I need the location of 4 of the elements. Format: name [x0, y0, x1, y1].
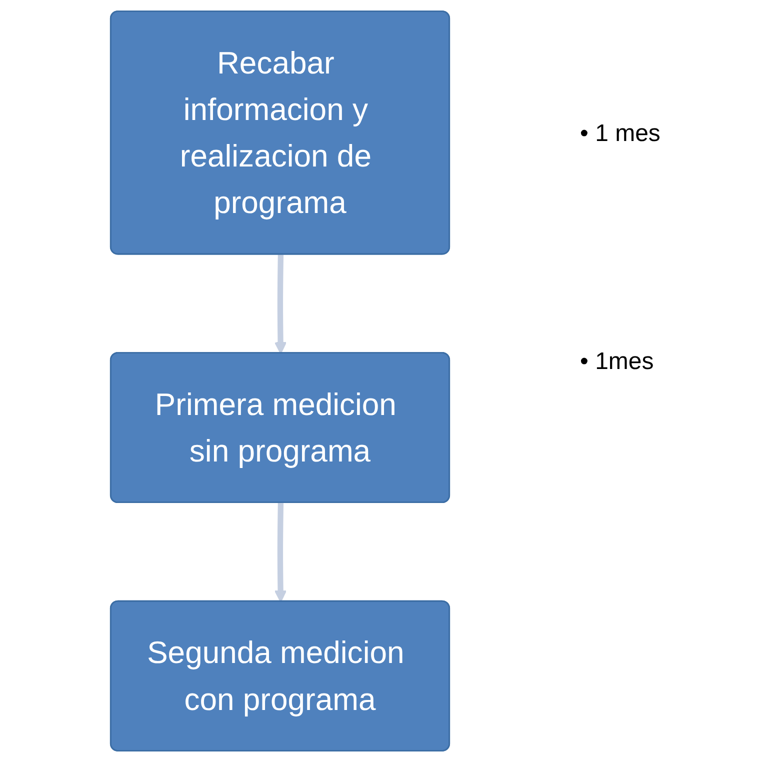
arrow [274, 503, 287, 602]
arrow [274, 254, 287, 354]
duration-note: • 1mes [580, 348, 654, 376]
duration-note: • 1 mes [580, 120, 660, 148]
